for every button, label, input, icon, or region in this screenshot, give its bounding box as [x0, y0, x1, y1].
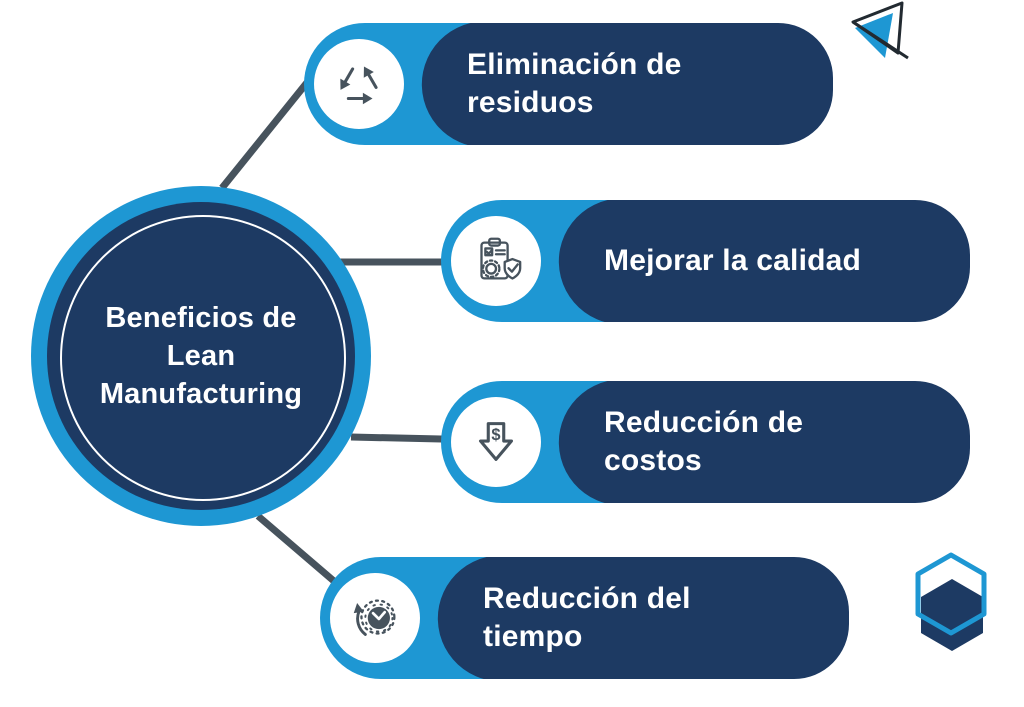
cost-down-arrow-icon: $: [478, 422, 514, 461]
benefit-label: Reducción del tiempo: [483, 557, 833, 679]
benefit-label-line: costos: [604, 444, 702, 477]
benefit-item-waste-elimination: Eliminación de residuos: [304, 23, 833, 145]
benefit-item-time-reduction: Reducción del tiempo: [320, 557, 849, 679]
quality-checklist-shield-icon: [480, 237, 522, 280]
central-circle-inner: Beneficios de Lean Manufacturing: [47, 202, 355, 510]
benefit-label: Mejorar la calidad: [604, 200, 954, 322]
benefit-label-line: Eliminación de: [467, 48, 682, 81]
paper-plane-decoration: [851, 1, 909, 60]
benefit-item-quality-improvement: Mejorar la calidad: [441, 200, 970, 322]
benefit-icon-circle: $: [451, 397, 541, 487]
benefit-label-line: residuos: [467, 86, 594, 119]
benefit-icon-circle: [451, 216, 541, 306]
diagram-title: Beneficios de Lean Manufacturing: [71, 299, 331, 413]
time-clock-icon: [353, 599, 396, 636]
benefit-item-cost-reduction: $ Reducción de costos: [441, 381, 970, 503]
recycle-icon: [340, 66, 378, 105]
benefit-label-line: Reducción de: [604, 406, 804, 439]
benefit-label-line: Mejorar la calidad: [604, 244, 862, 277]
benefit-label: Reducción de costos: [604, 381, 954, 503]
benefit-label-line: Reducción del: [483, 582, 691, 615]
central-circle: Beneficios de Lean Manufacturing: [31, 186, 371, 526]
benefit-label-line: tiempo: [483, 620, 583, 653]
diagram-title-line-3: Manufacturing: [99, 378, 303, 410]
dollar-glyph: $: [491, 426, 500, 444]
benefit-label: Eliminación de residuos: [467, 23, 817, 145]
diagram-title-line-2: Lean: [166, 340, 236, 372]
diagram-title-line-1: Beneficios de: [105, 302, 297, 334]
central-circle-white-ring: [60, 215, 346, 501]
hexagon-decoration: [915, 552, 987, 651]
benefit-icon-circle: [330, 573, 420, 663]
benefit-icon-circle: [314, 39, 404, 129]
